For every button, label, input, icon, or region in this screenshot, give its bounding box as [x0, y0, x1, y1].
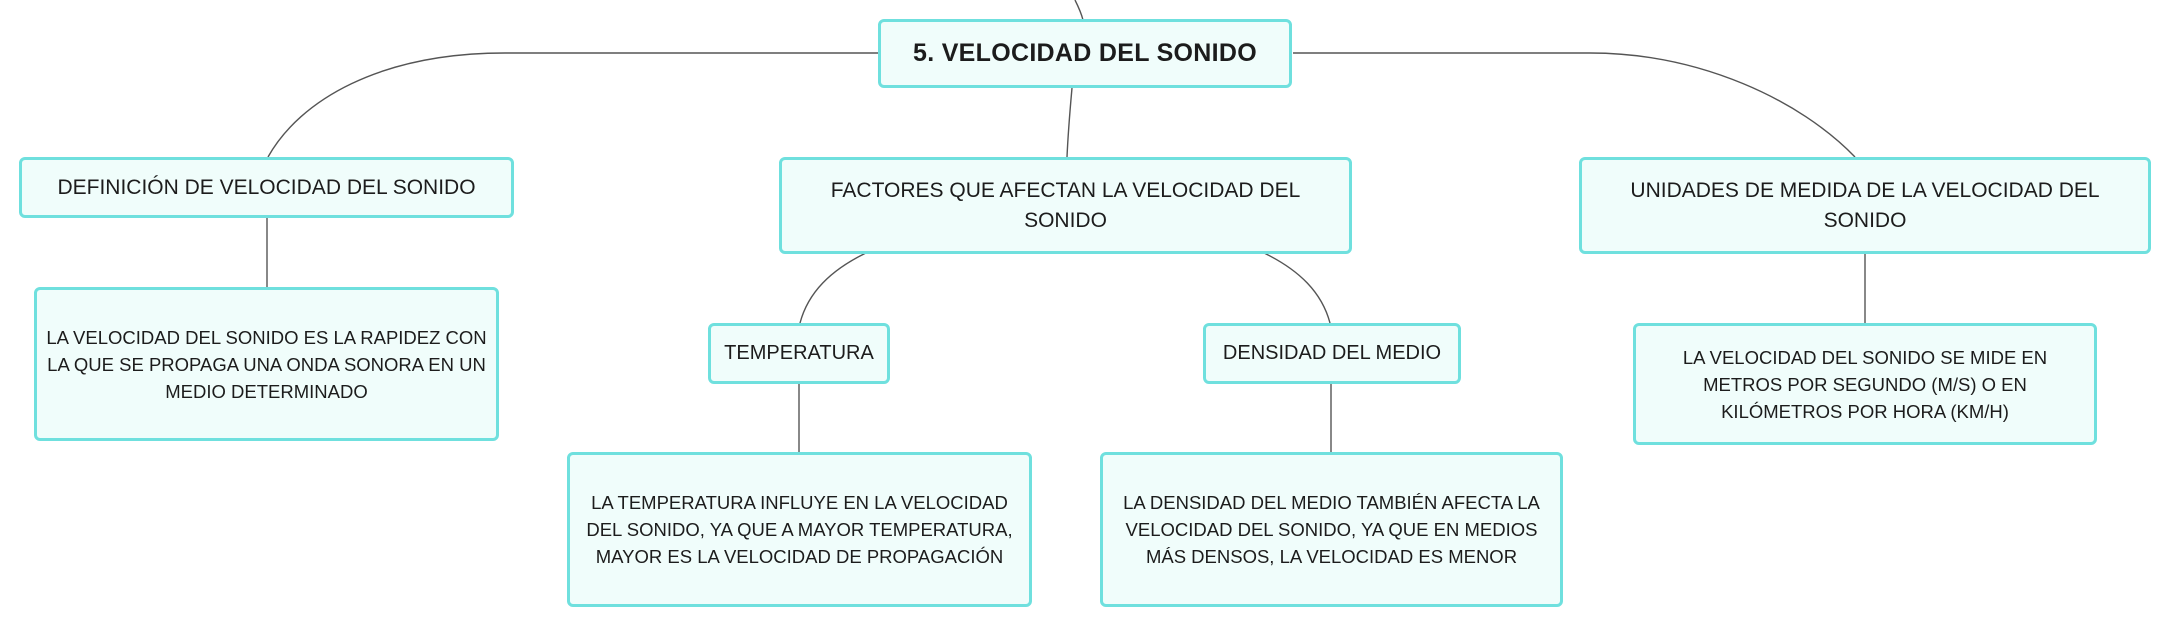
unidades-node-label: UNIDADES DE MEDIDA DE LA VELOCIDAD DEL S… — [1630, 178, 2100, 232]
unidades-detail-text: LA VELOCIDAD DEL SONIDO SE MIDE EN METRO… — [1682, 346, 2048, 422]
factores-node[interactable]: FACTORES QUE AFECTAN LA VELOCIDAD DEL SO… — [779, 157, 1352, 254]
root-node-label: 5. VELOCIDAD DEL SONIDO — [913, 39, 1257, 67]
unidades-detail-node[interactable]: LA VELOCIDAD DEL SONIDO SE MIDE EN METRO… — [1633, 323, 2097, 445]
unidades-node[interactable]: UNIDADES DE MEDIDA DE LA VELOCIDAD DEL S… — [1579, 157, 2151, 254]
connector-factores-temperatura — [799, 251, 869, 324]
definicion-detail-text: LA VELOCIDAD DEL SONIDO ES LA RAPIDEZ CO… — [46, 326, 487, 402]
definicion-node[interactable]: DEFINICIÓN DE VELOCIDAD DEL SONIDO — [19, 157, 514, 218]
temperatura-detail-node[interactable]: LA TEMPERATURA INFLUYE EN LA VELOCIDAD D… — [567, 452, 1032, 607]
temperatura-detail-text: LA TEMPERATURA INFLUYE EN LA VELOCIDAD D… — [586, 492, 1013, 567]
connector-root-unidades — [1293, 52, 1856, 158]
temperatura-node[interactable]: TEMPERATURA — [708, 323, 890, 384]
connector-factores-densidad — [1261, 251, 1331, 324]
densidad-detail-node[interactable]: LA DENSIDAD DEL MEDIO TAMBIÉN AFECTA LA … — [1100, 452, 1563, 607]
connector-parent-root — [1074, 0, 1084, 21]
densidad-detail-text: LA DENSIDAD DEL MEDIO TAMBIÉN AFECTA LA … — [1123, 492, 1540, 567]
temperatura-node-label: TEMPERATURA — [724, 342, 874, 364]
root-node[interactable]: 5. VELOCIDAD DEL SONIDO — [878, 19, 1292, 88]
densidad-node[interactable]: DENSIDAD DEL MEDIO — [1203, 323, 1461, 384]
connector-root-definicion — [267, 52, 880, 158]
factores-node-label: FACTORES QUE AFECTAN LA VELOCIDAD DEL SO… — [830, 178, 1301, 232]
definicion-node-label: DEFINICIÓN DE VELOCIDAD DEL SONIDO — [57, 175, 476, 199]
connector-root-factores — [1066, 87, 1073, 158]
densidad-node-label: DENSIDAD DEL MEDIO — [1222, 342, 1442, 364]
definicion-detail-node[interactable]: LA VELOCIDAD DEL SONIDO ES LA RAPIDEZ CO… — [34, 287, 499, 441]
